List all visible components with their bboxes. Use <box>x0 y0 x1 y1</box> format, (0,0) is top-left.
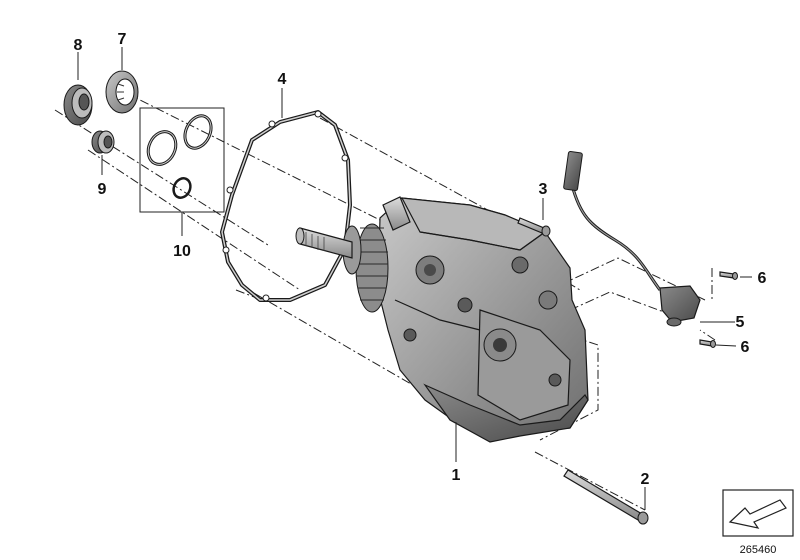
long-bolt-part-2 <box>563 469 649 525</box>
callout-9: 9 <box>98 181 107 198</box>
callout-7: 7 <box>118 31 127 48</box>
callout-labels: 8 7 9 10 4 3 1 2 5 6 6 <box>74 31 767 488</box>
callout-3: 3 <box>539 181 548 198</box>
callout-6-lower: 6 <box>741 339 750 356</box>
gasket-part-4 <box>220 110 352 302</box>
sensor-part-5 <box>563 150 701 327</box>
leader-lines <box>77 47 752 510</box>
callout-5: 5 <box>736 314 745 331</box>
callout-4: 4 <box>278 71 287 88</box>
screw-part-6-lower <box>699 339 716 348</box>
reference-number: 265460 <box>740 544 777 556</box>
bush-part-9 <box>91 130 115 154</box>
callout-8: 8 <box>74 37 83 54</box>
exploded-view-arrow-icon <box>722 489 794 537</box>
callout-2: 2 <box>641 471 650 488</box>
callout-1: 1 <box>452 467 461 484</box>
bearing-part-8 <box>63 84 93 126</box>
callout-6-upper: 6 <box>758 270 767 287</box>
circlips-part-10 <box>146 114 213 199</box>
callout-10: 10 <box>173 243 191 260</box>
needle-bearing-part-7 <box>105 70 139 114</box>
bolt-part-3 <box>517 217 551 237</box>
gearbox-housing-part-1 <box>295 196 589 443</box>
screw-part-6-upper <box>719 271 738 280</box>
